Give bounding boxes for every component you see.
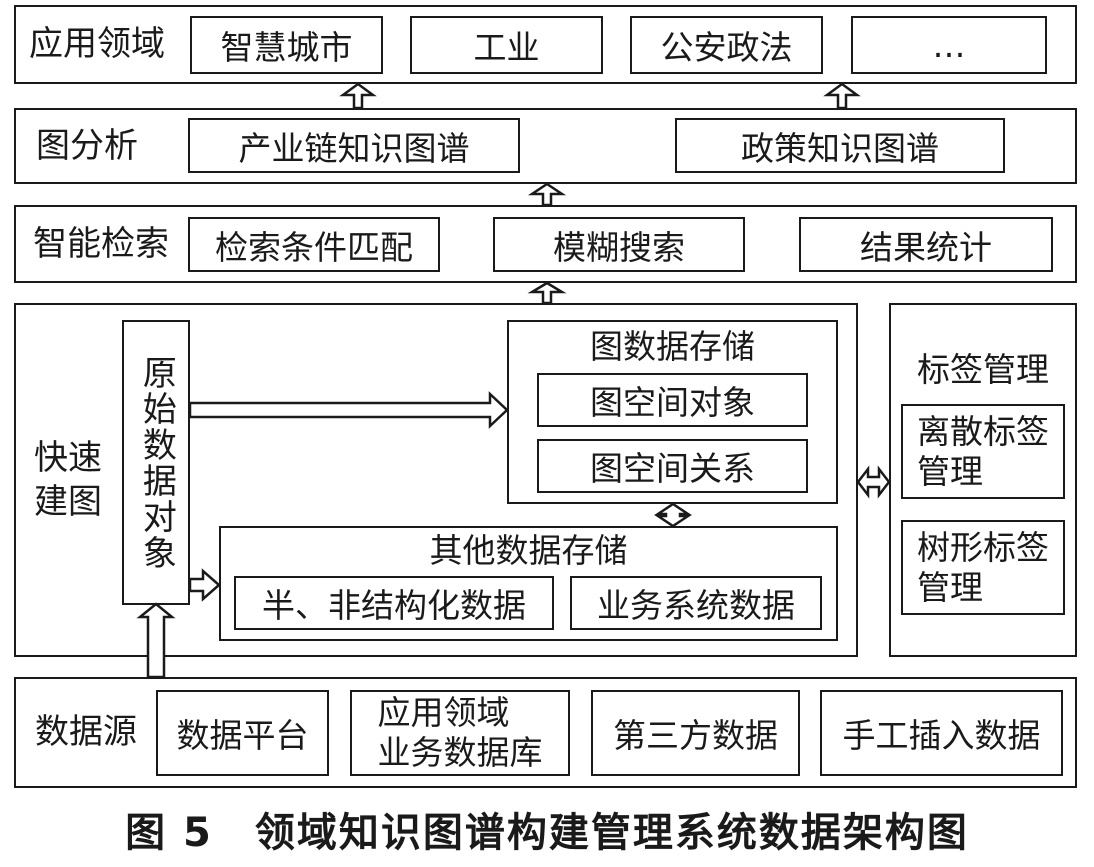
left-right-arrow-icon — [856, 465, 891, 499]
tree-tag-line1: 树形标签 — [917, 527, 1049, 567]
tree-tag-management: 树形标签 管理 — [901, 520, 1065, 615]
raw-data-object — [122, 320, 190, 605]
source-app-business-db: 应用领域 业务数据库 — [350, 690, 570, 776]
source-third-party: 第三方数据 — [591, 690, 800, 776]
up-arrow-icon — [823, 82, 861, 110]
data-source-title: 数据源 — [35, 712, 137, 753]
industry-chain-kg: 产业链知识图谱 — [188, 118, 520, 173]
app-public-security: 公安政法 — [630, 16, 823, 74]
app-smart-city: 智慧城市 — [190, 16, 383, 74]
other-storage-title: 其他数据存储 — [429, 531, 628, 571]
app-industry: 工业 — [410, 16, 603, 74]
discrete-tag-line2: 管理 — [917, 451, 983, 491]
up-arrow-icon — [527, 182, 567, 207]
fast-build-title-text: 快速建图 — [34, 437, 102, 522]
raw-data-object-label: 原始数据对象 — [136, 354, 177, 571]
discrete-tag-management-text: 离散标签 管理 — [917, 412, 1049, 491]
source-manual-insert: 手工插入数据 — [820, 690, 1063, 776]
discrete-tag-management: 离散标签 管理 — [901, 404, 1065, 499]
discrete-tag-line1: 离散标签 — [917, 411, 1049, 451]
app-more: … — [851, 16, 1047, 74]
tree-tag-management-text: 树形标签 管理 — [917, 528, 1049, 607]
business-system-data: 业务系统数据 — [570, 576, 822, 630]
graph-space-relation: 图空间关系 — [537, 439, 808, 493]
fuzzy-search: 模糊搜索 — [493, 217, 745, 272]
up-arrow-icon — [339, 82, 377, 110]
tree-tag-line2: 管理 — [917, 567, 983, 607]
source-app-business-db-text: 应用领域 业务数据库 — [378, 693, 543, 772]
result-statistics: 结果统计 — [799, 217, 1053, 272]
search-condition-match: 检索条件匹配 — [188, 217, 440, 272]
semi-unstructured-data: 半、非结构化数据 — [234, 576, 554, 630]
graph-space-object: 图空间对象 — [537, 373, 808, 427]
up-arrow-icon — [527, 281, 567, 305]
search-layer-title: 智能检索 — [33, 223, 169, 264]
application-layer-title: 应用领域 — [29, 24, 165, 65]
tag-management-title: 标签管理 — [917, 350, 1049, 390]
source-app-line1: 应用领域 — [377, 693, 510, 733]
graph-storage-title: 图数据存储 — [590, 327, 755, 367]
policy-kg: 政策知识图谱 — [675, 118, 1005, 173]
fast-build-title: 快速建图 — [22, 420, 114, 540]
source-data-platform: 数据平台 — [156, 690, 329, 776]
figure-caption: 图 5 领域知识图谱构建管理系统数据架构图 — [125, 810, 969, 856]
source-app-line2: 业务数据库 — [377, 733, 543, 772]
graph-analysis-title: 图分析 — [36, 125, 138, 166]
